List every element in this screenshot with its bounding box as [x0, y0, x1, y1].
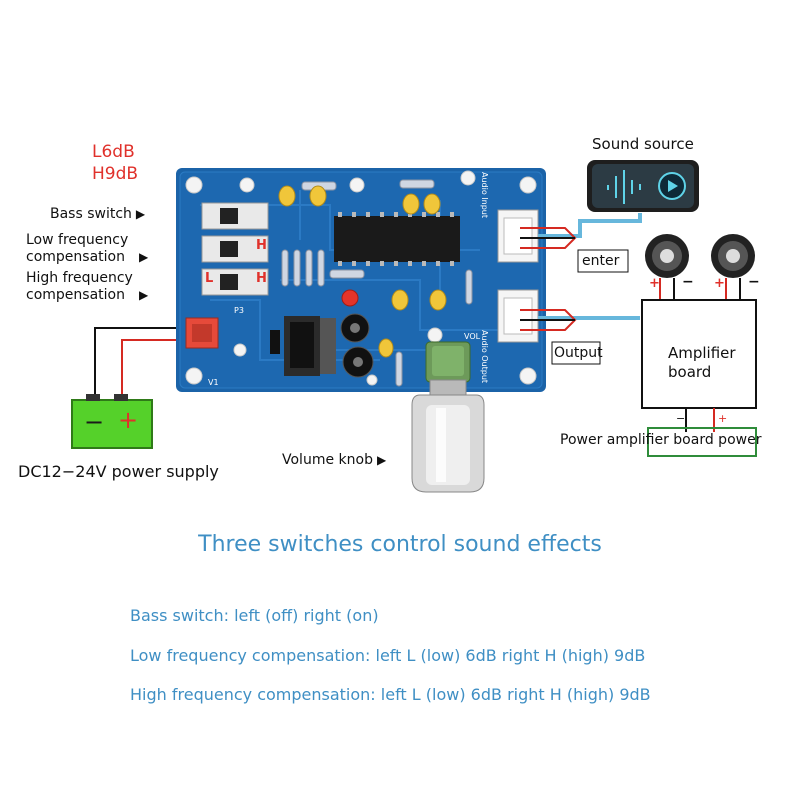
potentiometer — [425, 341, 471, 383]
led-indicator — [341, 289, 359, 307]
pcb-board — [176, 168, 546, 392]
headline: Three switches control sound effects — [198, 532, 602, 557]
output-box — [551, 341, 601, 365]
speaker-right-plus: + — [714, 276, 725, 291]
arrow-right-icon: ▶ — [135, 207, 146, 221]
enter-label: enter — [582, 253, 620, 269]
power-wires — [94, 327, 190, 398]
high-comp-line2-row: compensation ▶ — [26, 287, 148, 304]
battery-minus-label: − — [84, 408, 105, 436]
description-bass: Bass switch: left (off) right (on) — [130, 606, 379, 625]
power-supply-label: DC12−24V power supply — [18, 462, 219, 481]
high-comp-label: High frequency compensation ▶ — [26, 270, 148, 304]
bass-switch-text: Bass switch — [50, 206, 132, 222]
audio-input-silkscreen: Audio Input — [480, 172, 489, 218]
audio-output-connector — [497, 289, 539, 343]
low-comp-line2-row: compensation ▶ — [26, 249, 148, 266]
amp-power-minus: − — [676, 412, 686, 425]
amplifier-label-line2: board — [668, 363, 712, 381]
switch-h-marking-high: H — [256, 271, 267, 286]
high-comp-switch-part — [201, 268, 269, 296]
speaker-right — [711, 234, 755, 300]
signal-cables — [520, 213, 642, 331]
bass-switch-label: Bass switch▶ — [50, 206, 145, 222]
gain-high-label: H9dB — [92, 164, 139, 184]
vol-silkscreen: VOL — [464, 332, 481, 341]
p3-silkscreen: P3 — [234, 306, 244, 315]
low-comp-label: Low frequency compensation ▶ — [26, 232, 148, 266]
ic-chip — [334, 212, 460, 266]
low-comp-line1: Low frequency — [26, 232, 129, 248]
high-comp-line2: compensation — [26, 287, 125, 303]
amp-power-highlight — [647, 427, 757, 457]
switch-h-marking-low: H — [256, 238, 267, 253]
bass-switch-part — [201, 202, 269, 230]
switch-l-marking-high: L — [205, 271, 214, 286]
amplifier-board-box — [641, 299, 757, 409]
power-connector — [185, 317, 219, 349]
sound-source-label: Sound source — [592, 135, 694, 153]
volume-knob — [411, 379, 485, 493]
battery-plus-label: + — [118, 406, 139, 434]
volume-knob-label: Volume knob▶ — [282, 452, 386, 468]
description-high-comp: High frequency compensation: left L (low… — [130, 685, 651, 704]
battery — [71, 394, 153, 449]
speaker-left — [645, 234, 689, 300]
speaker-left-minus: − — [682, 274, 694, 290]
audio-input-connector — [497, 209, 539, 263]
arrow-right-icon: ▶ — [138, 288, 149, 302]
voltage-regulator — [284, 316, 336, 376]
amp-power-label: Power amplifier board power — [560, 432, 762, 448]
high-comp-line1: High frequency — [26, 270, 133, 286]
speaker-right-minus: − — [748, 274, 760, 290]
enter-box — [577, 249, 629, 273]
audio-output-silkscreen: Audio Output — [480, 330, 489, 384]
speaker-left-plus: + — [649, 276, 660, 291]
diode — [270, 330, 280, 354]
amplifier-label-line1: Amplifier — [668, 344, 736, 362]
sound-source-device — [587, 160, 699, 212]
amp-power-plus: + — [718, 412, 728, 425]
low-comp-switch-part — [201, 235, 269, 263]
arrow-right-icon: ▶ — [376, 453, 387, 467]
v1-silkscreen: V1 — [208, 378, 219, 387]
description-low-comp: Low frequency compensation: left L (low)… — [130, 646, 646, 665]
arrow-right-icon: ▶ — [138, 250, 149, 264]
electrolytic-capacitors — [340, 313, 374, 378]
low-comp-line2: compensation — [26, 249, 125, 265]
volume-knob-text: Volume knob — [282, 452, 373, 468]
output-label: Output — [554, 345, 603, 361]
gain-low-label: L6dB — [92, 142, 135, 162]
yellow-capacitors — [278, 185, 447, 358]
